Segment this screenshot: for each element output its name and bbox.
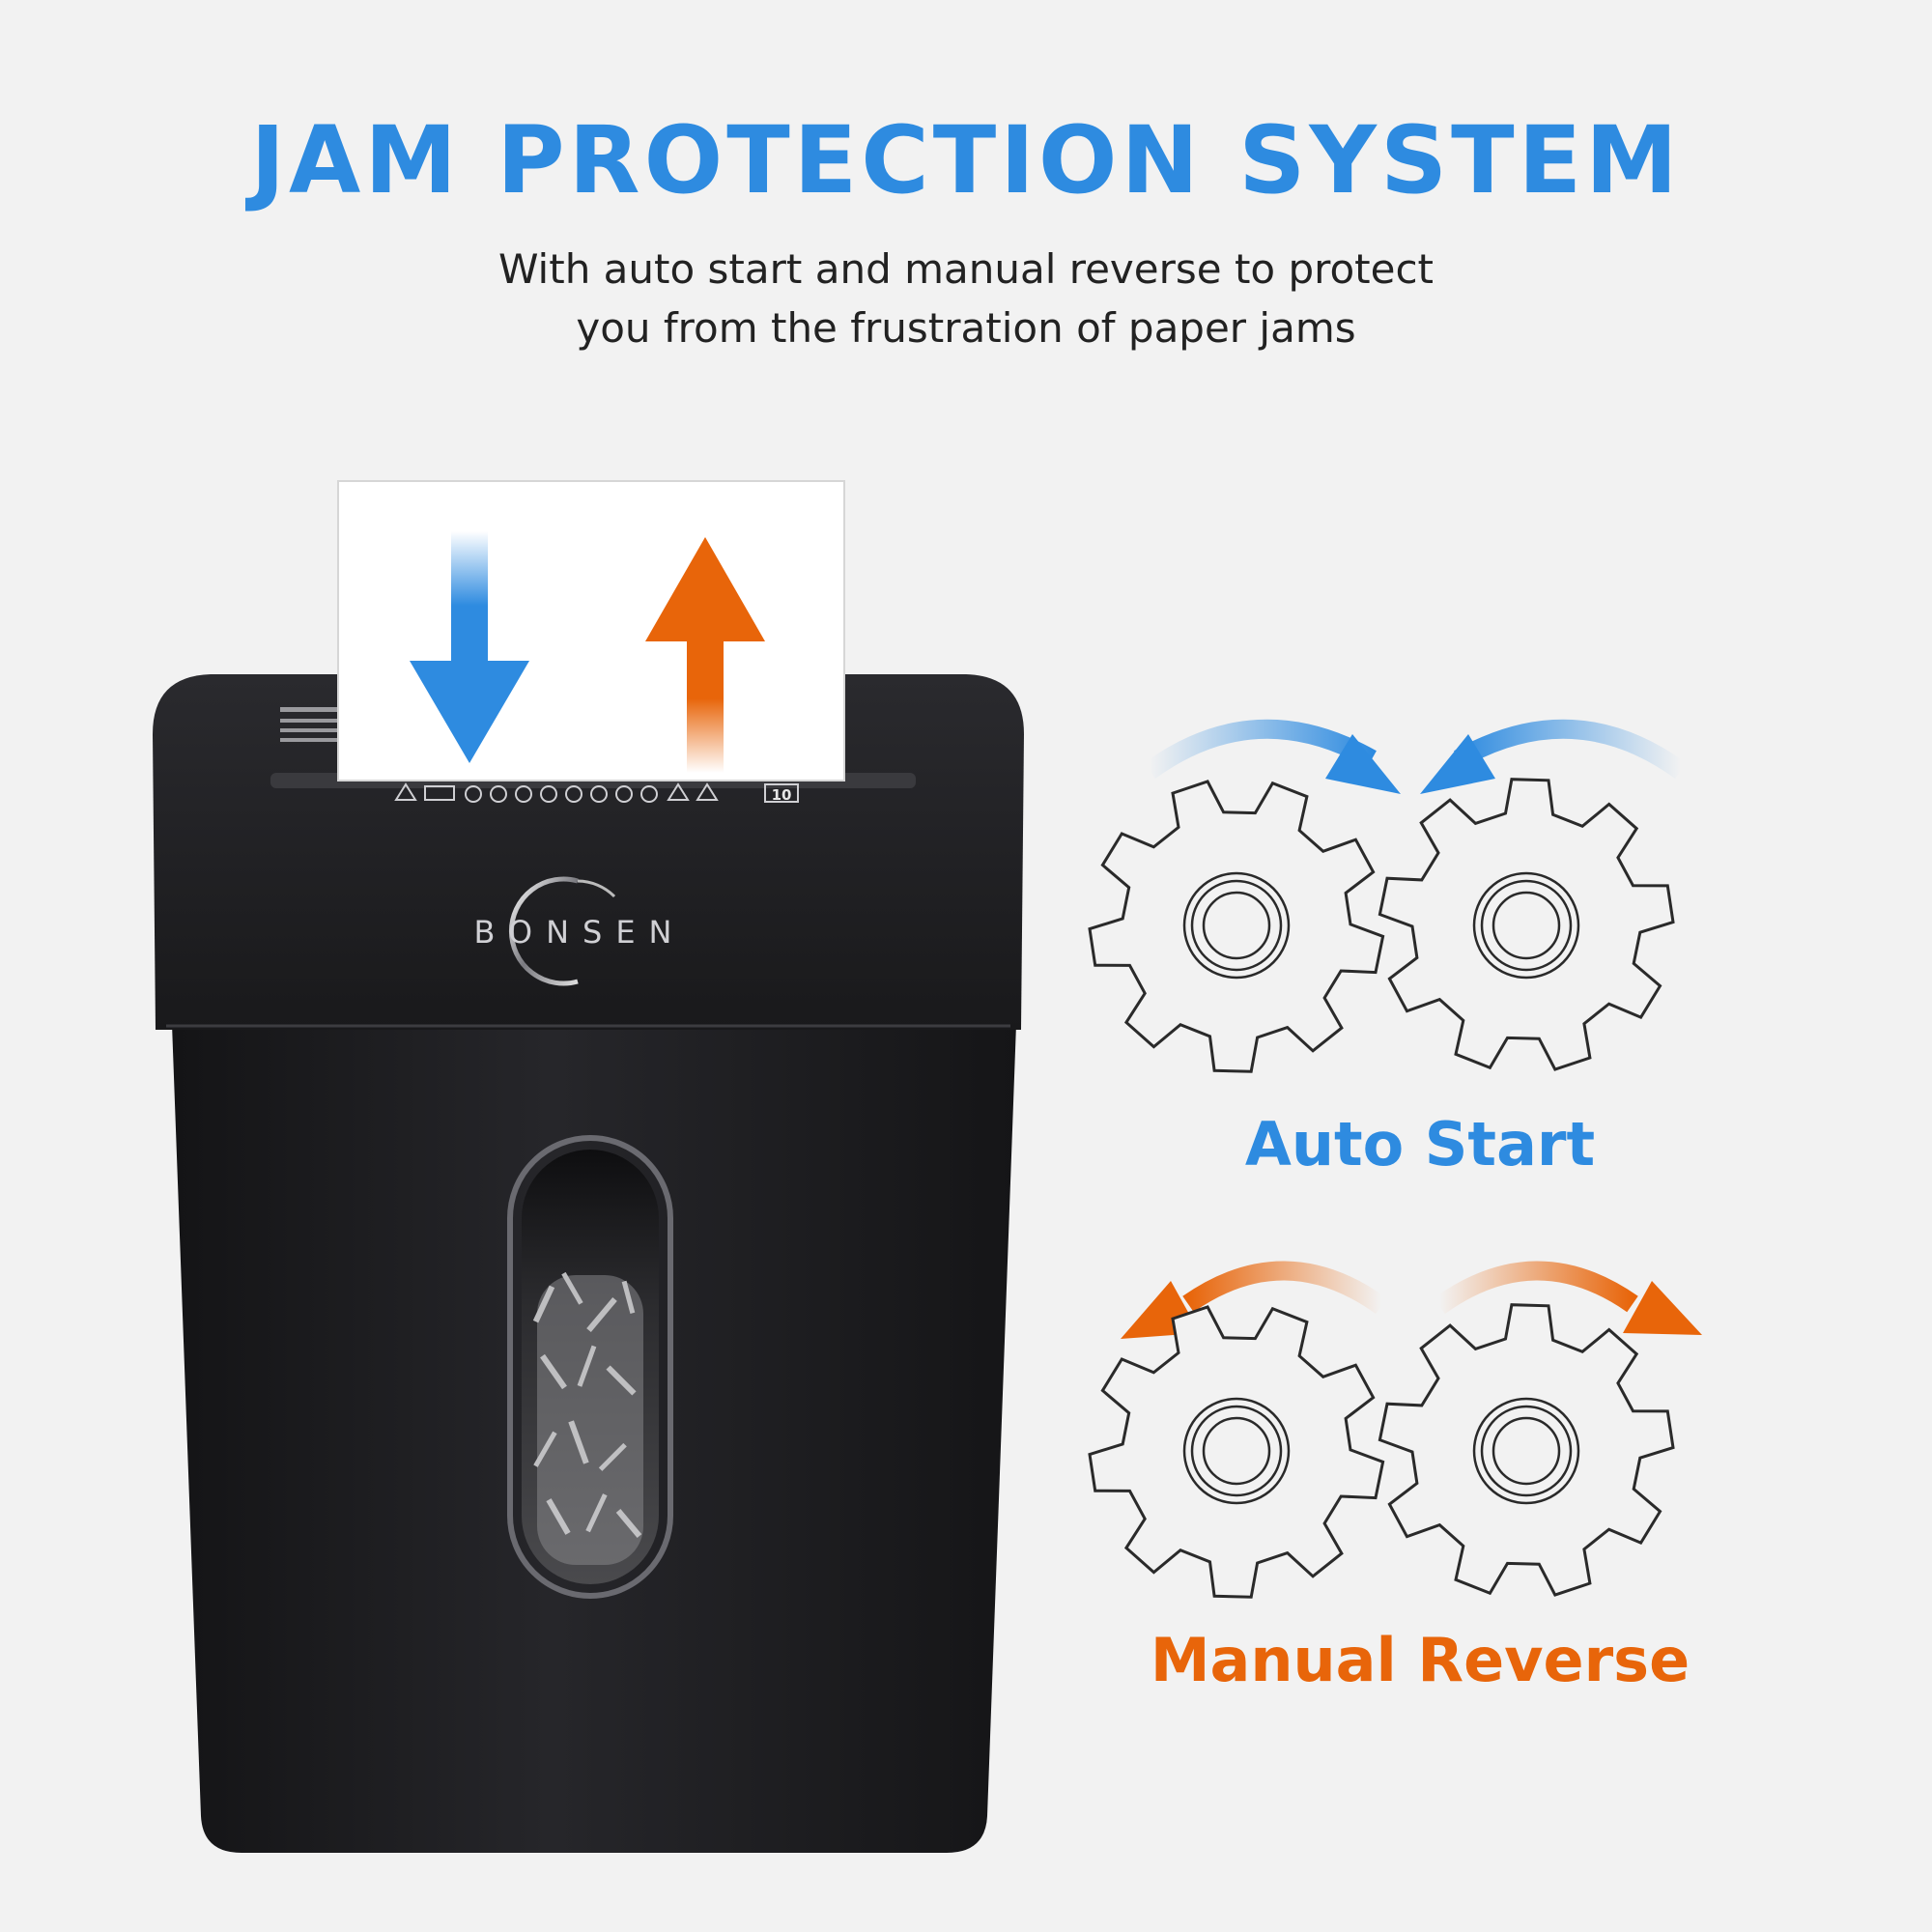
gear-icon — [1088, 1305, 1385, 1599]
auto-start-label: Auto Start — [1244, 1109, 1596, 1179]
gear-icon — [1088, 780, 1385, 1073]
safety-icon-row — [394, 782, 799, 803]
subtitle-line-2: you from the frustration of paper jams — [576, 304, 1356, 352]
auto-start-arrow-right-icon — [1454, 719, 1687, 780]
reverse-up-arrow-icon — [645, 537, 765, 773]
page-title: JAM PROTECTION SYSTEM — [250, 106, 1682, 214]
shredder: 10 BONSEN — [153, 674, 1024, 1853]
manual-reverse-label: Manual Reverse — [1150, 1625, 1690, 1695]
gear-icon — [1378, 778, 1675, 1071]
feed-down-arrow-icon — [410, 531, 529, 763]
auto-start-diagram — [1088, 719, 1687, 1073]
manual-reverse-diagram — [1088, 1261, 1702, 1599]
reverse-arrow-left-icon — [1182, 1261, 1387, 1315]
brand-logo: BONSEN — [474, 876, 686, 986]
bin-window — [507, 1135, 673, 1599]
reverse-arrow-right-icon — [1434, 1261, 1638, 1315]
auto-start-arrow-left-icon — [1144, 719, 1377, 780]
warning-label — [280, 707, 352, 742]
shredded-paper — [532, 1271, 643, 1565]
capacity-badge-text: 10 — [772, 786, 792, 804]
paper-sheet — [337, 480, 845, 781]
page-subtitle: With auto start and manual reverse to pr… — [0, 240, 1932, 357]
subtitle-line-1: With auto start and manual reverse to pr… — [497, 245, 1435, 293]
gear-icon — [1378, 1303, 1675, 1597]
brand-logo-text: BONSEN — [474, 914, 686, 951]
